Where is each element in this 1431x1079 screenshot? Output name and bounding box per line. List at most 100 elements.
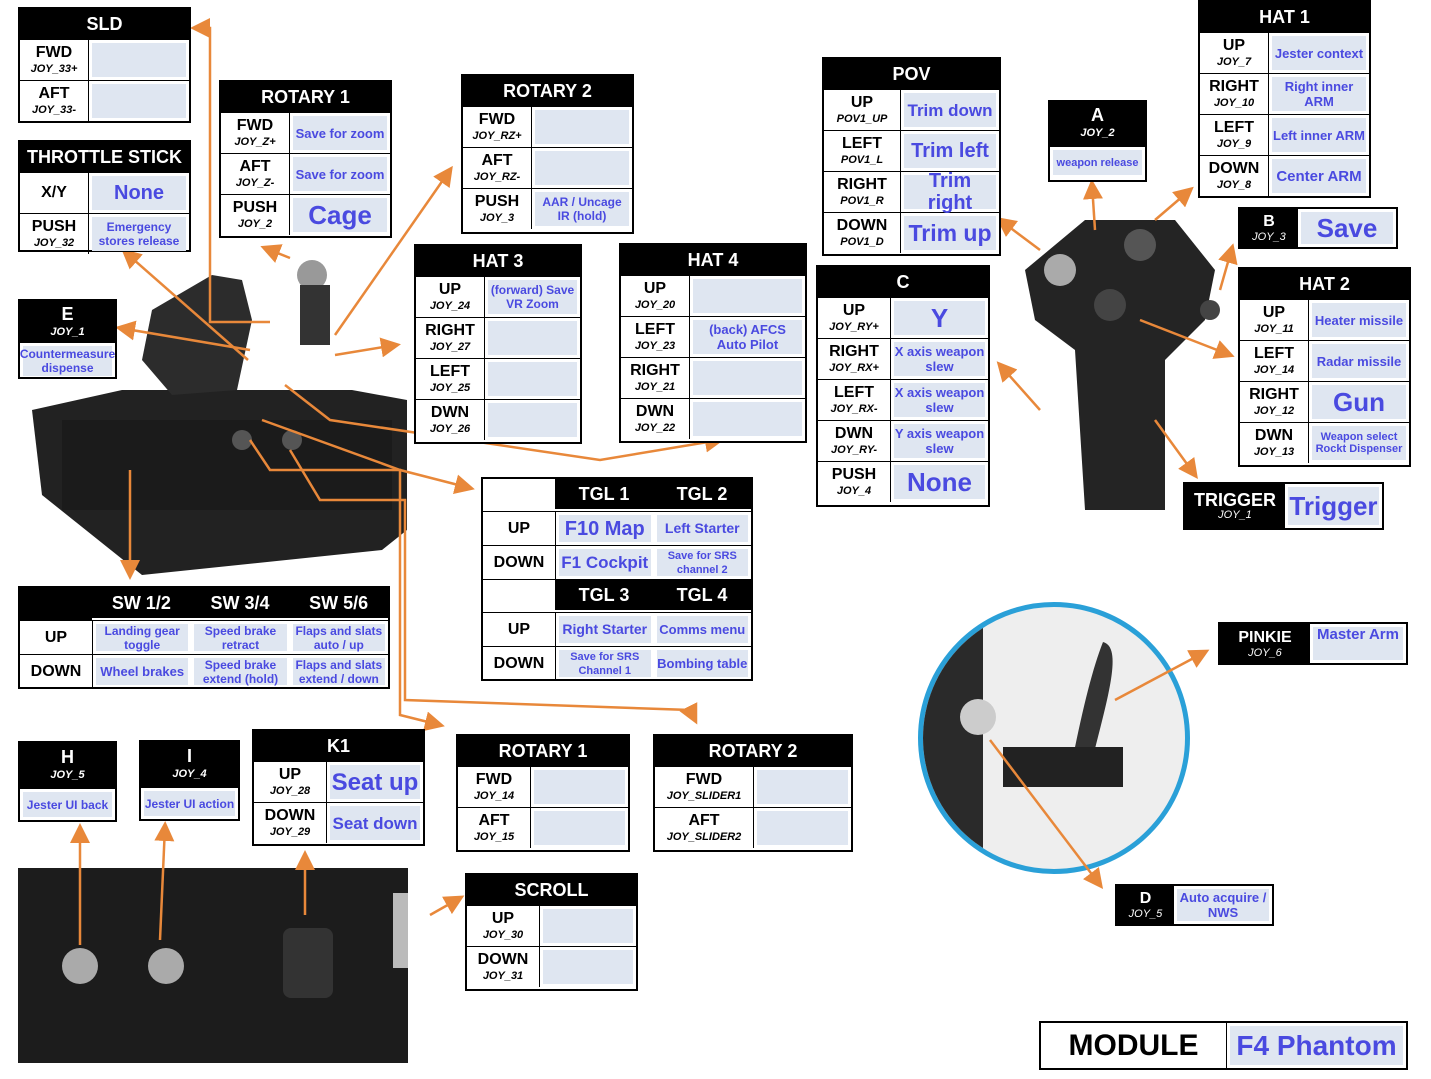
row-key: AFT (688, 812, 720, 829)
module-value[interactable]: F4 Phantom (1230, 1026, 1403, 1065)
row-value[interactable]: (back) AFCS Auto Pilot (693, 320, 802, 354)
tgl3-down[interactable]: Save for SRS Channel 1 (559, 650, 651, 677)
row-value[interactable]: X axis weapon slew (894, 383, 985, 417)
row-value[interactable]: Center ARM (1272, 159, 1366, 193)
row-value[interactable] (693, 279, 802, 313)
row-value[interactable] (535, 151, 629, 185)
tgl2-up[interactable]: Left Starter (656, 515, 748, 542)
row-value[interactable] (534, 811, 625, 845)
e-value[interactable]: Countermeasure dispense (19, 346, 116, 376)
pinkie-value[interactable]: Master Arm (1313, 627, 1403, 660)
row-value[interactable]: Seat down (330, 806, 420, 840)
row-value[interactable]: Trim right (904, 170, 996, 214)
tgl1-title: TGL 1 (555, 479, 653, 509)
trigger-value[interactable]: Trigger (1288, 487, 1379, 525)
row-value[interactable] (488, 403, 577, 437)
row-joy: JOY_14 (473, 790, 515, 802)
row-value[interactable]: Trim left (904, 134, 996, 168)
tgl4-down[interactable]: Bombing table (656, 650, 748, 677)
row-joy: JOY_23 (634, 340, 676, 352)
row-key: DOWN (264, 807, 316, 824)
row-value[interactable] (693, 402, 802, 436)
row-value[interactable]: Radar missile (1312, 344, 1406, 378)
row-value[interactable]: Save for zoom (293, 116, 387, 150)
row-value[interactable]: Y axis weapon slew (894, 424, 985, 458)
row-value[interactable]: Jester context (1272, 36, 1366, 70)
a-joy: JOY_2 (1080, 127, 1115, 139)
row-value[interactable]: None (92, 176, 186, 210)
row-value[interactable]: Trim down (904, 93, 996, 127)
b-value[interactable]: Save (1301, 212, 1393, 244)
row-value[interactable] (757, 811, 848, 845)
row-value[interactable]: Save for zoom (293, 157, 387, 191)
sw34-down[interactable]: Speed brake extend (hold) (194, 658, 287, 686)
a-value[interactable]: weapon release (1053, 150, 1142, 175)
row-value[interactable] (488, 362, 577, 396)
row-value[interactable]: Trim up (904, 216, 996, 250)
row-value[interactable]: Emergency stores release (92, 217, 186, 251)
throttle-image (22, 250, 407, 575)
h-joy: JOY_5 (50, 769, 85, 781)
row-value[interactable]: Cage (293, 198, 387, 232)
pinkie-title: PINKIE (1238, 628, 1292, 646)
row-key: DOWN (477, 951, 529, 968)
sw56-up[interactable]: Flaps and slats auto / up (292, 624, 385, 652)
row-value[interactable]: Y (894, 301, 985, 335)
row-value[interactable]: Left inner ARM (1272, 118, 1366, 152)
pinkie-joy: JOY_6 (1248, 646, 1282, 659)
row-value[interactable]: X axis weapon slew (894, 342, 985, 376)
h-value[interactable]: Jester UI back (23, 792, 112, 817)
tgl1-up[interactable]: F10 Map (559, 515, 651, 542)
row-joy: JOY_11 (1254, 323, 1294, 335)
sw12-up[interactable]: Landing gear toggle (96, 624, 189, 652)
row-value[interactable]: Seat up (330, 765, 420, 799)
d-value[interactable]: Auto acquire / NWS (1177, 889, 1269, 921)
row-key: UP (491, 910, 515, 927)
tgl1-down[interactable]: F1 Cockpit (559, 549, 651, 576)
row-key: PUSH (474, 193, 520, 210)
tgl3-up[interactable]: Right Starter (559, 616, 651, 643)
tgl2-down[interactable]: Save for SRS channel 2 (656, 549, 748, 576)
row-key: UP (850, 94, 874, 111)
row-key: DWN (834, 425, 874, 442)
row-value[interactable] (543, 950, 633, 984)
row-value[interactable]: AAR / Uncage IR (hold) (535, 192, 629, 226)
row-key: UP (1222, 37, 1246, 54)
row-key: PUSH (31, 218, 77, 235)
row-value[interactable] (92, 43, 186, 77)
row-key: DWN (430, 404, 470, 421)
sw56-down[interactable]: Flaps and slats extend / down (292, 658, 385, 686)
row-key: FWD (478, 111, 516, 128)
row-value[interactable] (535, 110, 629, 144)
row-value[interactable]: Heater missile (1312, 303, 1406, 337)
row-joy: JOY_14 (1253, 364, 1295, 376)
row-value[interactable]: (forward) Save VR Zoom (488, 280, 577, 314)
tgl4-up[interactable]: Comms menu (656, 616, 748, 643)
row-value[interactable]: Right inner ARM (1272, 77, 1366, 111)
row-value[interactable] (92, 84, 186, 118)
sw12-down[interactable]: Wheel brakes (96, 658, 189, 685)
row-value[interactable]: Gun (1312, 385, 1406, 419)
sw34-up[interactable]: Speed brake retract (194, 624, 287, 652)
row-value[interactable]: Weapon select Rockt Dispenser (1312, 426, 1406, 460)
row-value[interactable]: None (894, 465, 985, 499)
row-key: FWD (236, 117, 274, 134)
row-value[interactable] (543, 909, 633, 943)
row-value[interactable] (757, 770, 848, 804)
row-value[interactable] (488, 321, 577, 355)
row-key: LEFT (842, 135, 882, 152)
row-value[interactable] (693, 361, 802, 395)
row-joy: JOY_4 (836, 485, 872, 497)
i-value[interactable]: Jester UI action (144, 791, 235, 816)
row-value[interactable] (534, 770, 625, 804)
